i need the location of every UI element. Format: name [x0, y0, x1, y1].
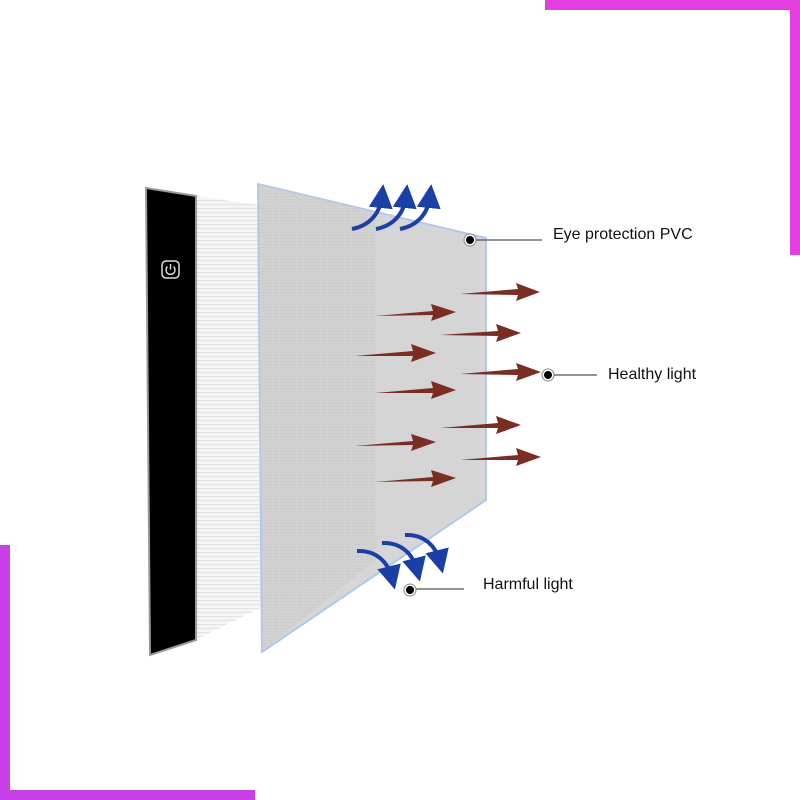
harmful-light-arrows	[351, 184, 449, 590]
callout-pvc	[463, 233, 542, 247]
label-healthy-light: Healthy light	[608, 366, 697, 383]
healthy-light-arrows	[355, 283, 541, 487]
callout-healthy	[541, 368, 597, 382]
callout-harmful	[403, 583, 464, 597]
power-icon	[161, 260, 180, 279]
pvc-sheet	[256, 182, 487, 654]
label-eye-protection-pvc: Eye protection PVC	[553, 226, 693, 243]
label-harmful-light: Harmful light	[483, 576, 573, 593]
